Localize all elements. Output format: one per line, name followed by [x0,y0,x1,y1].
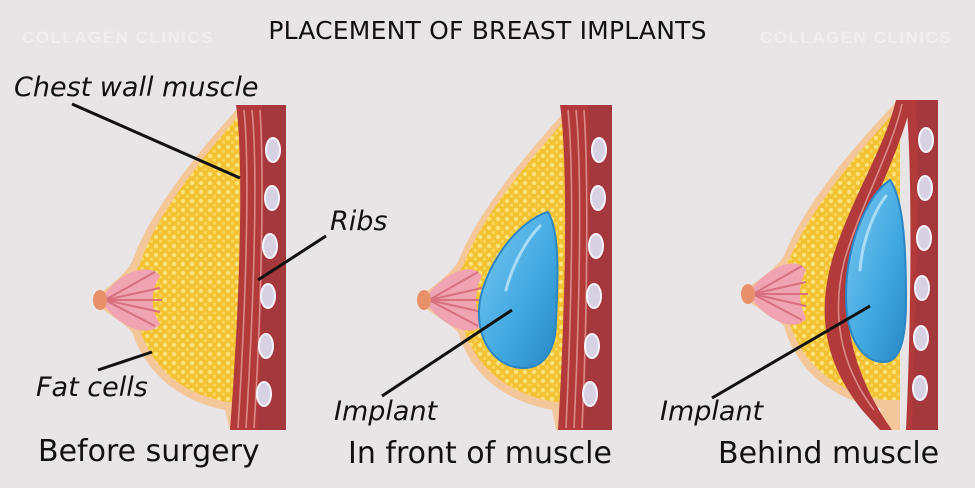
caption-in-front-of-muscle: In front of muscle [348,436,612,471]
ribs-1 [256,137,281,407]
leader-ribs [257,234,327,282]
leader-fat-cells [97,350,153,372]
panel-behind-muscle [711,100,938,430]
panel-before-surgery [71,102,327,430]
caption-before-surgery: Before surgery [38,434,260,469]
ribs-2 [582,137,607,407]
label-ribs: Ribs [330,206,388,237]
mammary-gland-1 [93,269,162,331]
label-implant-front: Implant [334,396,438,427]
label-fat-cells: Fat cells [36,372,148,403]
mammary-gland-2 [417,269,484,331]
mammary-gland-3 [741,263,808,325]
watermark-left: COLLAGEN CLINICS [22,28,215,47]
watermark-right: COLLAGEN CLINICS [760,28,953,47]
label-implant-behind: Implant [660,396,764,427]
implant-front [477,210,559,370]
label-chest-wall-muscle: Chest wall muscle [14,72,259,103]
leader-implant-behind [711,304,871,400]
leader-chest-wall-muscle [71,102,241,180]
diagram-title: PLACEMENT OF BREAST IMPLANTS [268,16,707,45]
leader-implant-front [381,308,513,398]
chest-muscle-3 [824,100,912,430]
panel-in-front-of-muscle [381,105,612,430]
ribs-3 [912,127,934,401]
caption-behind-muscle: Behind muscle [718,436,940,471]
implant-behind [844,178,908,364]
